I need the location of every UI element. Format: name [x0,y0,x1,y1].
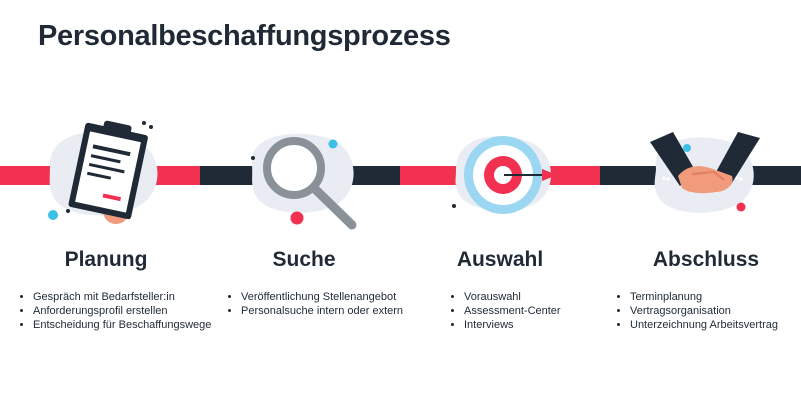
magnifier-icon [251,133,357,230]
stage-title-planung: Planung [64,248,148,271]
stage-title-abschluss: Abschluss [652,248,760,271]
list-item: Vertragsorganisation [630,304,778,318]
list-item: Interviews [464,318,561,332]
list-item: Veröffentlichung Stellenangebot [241,290,403,304]
stage-title-suche: Suche [272,248,336,271]
page-title: Personalbeschaffungsprozess [38,20,451,52]
list-item: Anforderungsprofil erstellen [33,304,211,318]
stage-list-planung: Gespräch mit Bedarfsteller:in Anforderun… [15,290,211,332]
stage-list-auswahl: Vorauswahl Assessment-Center Interviews [446,290,561,332]
list-item: Assessment-Center [464,304,561,318]
list-item: Unterzeichnung Arbeitsvertrag [630,318,778,332]
handshake-icon [650,132,760,213]
list-item: Entscheidung für Beschaffungswege [33,318,211,332]
clipboard-icon [48,120,158,224]
list-item: Vorauswahl [464,290,561,304]
list-item: Personalsuche intern oder extern [241,304,403,318]
list-item: Terminplanung [630,290,778,304]
stage-list-abschluss: Terminplanung Vertragsorganisation Unter… [612,290,778,332]
target-icon [452,136,557,214]
stage-list-suche: Veröffentlichung Stellenangebot Personal… [223,290,403,318]
list-item: Gespräch mit Bedarfsteller:in [33,290,211,304]
stage-title-auswahl: Auswahl [456,248,544,271]
